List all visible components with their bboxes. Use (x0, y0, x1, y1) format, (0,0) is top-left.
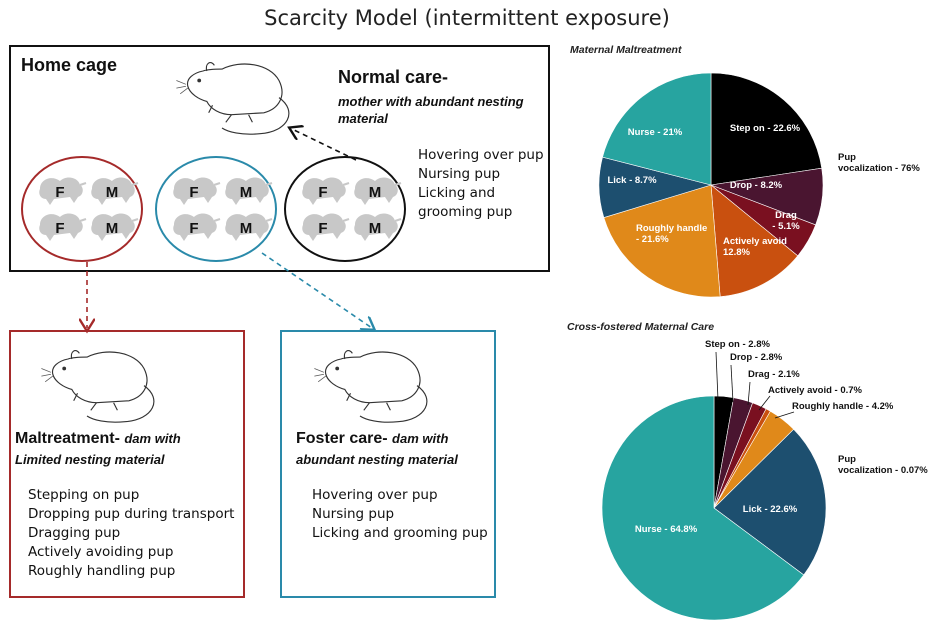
pie-slice-label: Step on - 2.8% (705, 339, 770, 350)
pie-slice-label: Roughly handle- 21.6% (636, 223, 707, 245)
pie1-title: Maternal Maltreatment (570, 44, 682, 56)
foster-arrow (261, 252, 372, 328)
pie-slice (710, 72, 823, 186)
pie-slice (601, 395, 805, 621)
foster-care-box: Foster care- dam with abundant nesting m… (280, 330, 496, 598)
pie-slice (710, 184, 799, 297)
pie-leader-line (730, 364, 734, 403)
normal-care-subtitle: mother with abundant nesting material (338, 94, 524, 126)
pup-sex-label: F (55, 220, 64, 237)
behavior-item: Actively avoiding pup (28, 544, 174, 560)
pie-leader-line (747, 381, 751, 406)
foster-title: Foster care- (296, 430, 388, 447)
pie-slice-label: Drag- 5.1% (772, 210, 800, 232)
pup-sex-label: M (240, 184, 253, 201)
home-cage-label: Home cage (21, 55, 118, 75)
pup-sex-label: M (240, 220, 253, 237)
litter-pups: F M F M F M F M F M F M (38, 176, 402, 242)
pup-sex-label: F (189, 220, 198, 237)
behavior-item: Stepping on pup (28, 487, 140, 503)
pie-slice-label: Lick - 8.7% (607, 175, 657, 186)
maltreatment-heading: Maltreatment- dam with Limited nesting m… (15, 428, 245, 470)
pup-sex-label: F (318, 220, 327, 237)
behavior-item: Licking and (418, 185, 496, 201)
pie-leader-line (774, 411, 795, 419)
behavior-item: Dropping pup during transport (28, 506, 235, 522)
litter-foster-ring (155, 156, 277, 262)
maltreatment-behaviors: Stepping on pup Dropping pup during tran… (28, 486, 234, 581)
pie-leader-line (715, 351, 719, 401)
pup-sex-label: F (55, 184, 64, 201)
pup-sex-label: F (318, 184, 327, 201)
maltreatment-box: Maltreatment- dam with Limited nesting m… (9, 330, 245, 598)
pup-sex-label: M (369, 184, 382, 201)
pie-slice-label: Actively avoid - 0.7% (768, 385, 863, 396)
foster-sub2: abundant nesting material (296, 452, 458, 467)
pie-slice-label: Lick - 22.6% (743, 504, 798, 515)
litter-normal-ring (284, 156, 406, 262)
pie-slice-label: Drag - 2.1% (748, 369, 800, 380)
behavior-item: Hovering over pup (418, 147, 544, 163)
pie-slice-label: Drop - 2.8% (730, 352, 783, 363)
litter-maltreatment-ring (21, 156, 143, 262)
pie-slice-label: Nurse - 21% (628, 127, 683, 138)
pie-slice-label: Roughly handle - 4.2% (792, 401, 894, 412)
pie-chart-maltreatment: Step on - 22.6% Drop - 8.2% Drag- 5.1% Acti… (598, 72, 920, 298)
behavior-item: Hovering over pup (312, 487, 438, 503)
normal-care-arrow (292, 129, 357, 161)
pie-slice (602, 72, 712, 186)
pup-sex-label: M (369, 220, 382, 237)
behavior-item: grooming pup (418, 204, 513, 220)
foster-sub1: dam with (392, 431, 449, 446)
pie-chart-crossfostered: Step on - 2.8% Drop - 2.8% Drag - 2.1% Acti… (601, 339, 928, 621)
maltreatment-sub2: Limited nesting material (15, 452, 165, 467)
pie-slice-label: Nurse - 64.8% (635, 524, 698, 535)
pie-slice (603, 184, 721, 298)
normal-care-title: Normal care- (338, 67, 449, 87)
normal-care-behaviors: Hovering over pup Nursing pup Licking an… (418, 146, 544, 222)
foster-behaviors: Hovering over pup Nursing pup Licking an… (312, 486, 488, 543)
maltreatment-sub1: dam with (124, 431, 181, 446)
pie-slice-label: Drop - 8.2% (730, 180, 783, 191)
behavior-item: Nursing pup (418, 166, 501, 182)
figure-title: Scarcity Model (intermittent exposure) (264, 6, 670, 30)
pup-sex-label: F (189, 184, 198, 201)
behavior-item: Dragging pup (28, 525, 121, 541)
behavior-item: Nursing pup (312, 506, 395, 522)
pie2-title: Cross-fostered Maternal Care (567, 321, 715, 333)
pup-sex-label: M (106, 220, 119, 237)
pie-leader-line (758, 395, 771, 411)
behavior-item: Licking and grooming pup (312, 525, 488, 541)
pup-sex-label: M (106, 184, 119, 201)
pie-slice-label: Step on - 22.6% (730, 123, 801, 134)
pie-slice (713, 428, 827, 576)
behavior-item: Roughly handling pup (28, 563, 176, 579)
foster-heading: Foster care- dam with abundant nesting m… (296, 428, 496, 470)
maltreatment-title: Maltreatment- (15, 430, 120, 447)
